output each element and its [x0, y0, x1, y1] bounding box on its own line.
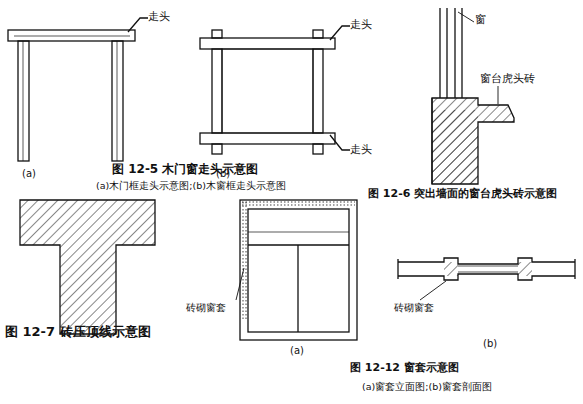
part-label: 走头: [350, 144, 372, 156]
part-label: 窗台虎头砖: [480, 73, 535, 85]
part-label: 砖砌窗套: [394, 302, 434, 313]
figure-subcaption: (a)窗套立面图;(b)窗套剖面图: [362, 382, 492, 392]
figure-letter: (a): [290, 345, 304, 356]
figure-caption: 图 12-12 窗套示意图: [350, 362, 459, 374]
part-label: 砖砌窗套: [186, 302, 226, 313]
figure-subcaption: (a)木门框走头示意图;(b)木窗框走头示意图: [96, 181, 286, 191]
figure-caption: 图 12-7 砖压顶线示意图: [5, 325, 151, 339]
part-label: 走头: [350, 19, 372, 31]
part-label: 走头: [148, 11, 170, 23]
figure-caption: 图 12-6 突出墙面的窗台虎头砖示意图: [368, 188, 557, 200]
figure-letter: (b): [483, 338, 497, 349]
part-label: 窗: [475, 14, 486, 26]
figure-letter: (a): [22, 168, 36, 179]
figure-caption: 图 12-5 木门窗走头示意图: [112, 163, 258, 176]
